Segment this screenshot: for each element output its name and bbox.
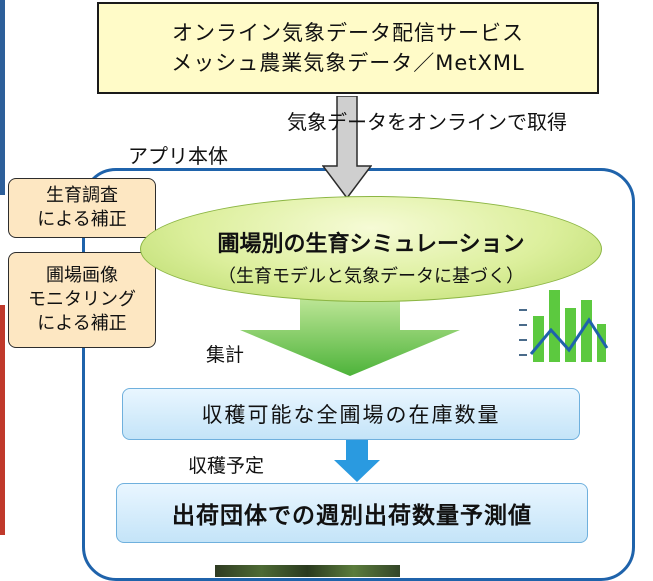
simulation-title: 圃場別の生育シミュレーション [217, 232, 525, 257]
growth-survey-line-1: 生育調査 [46, 185, 118, 206]
left-edge-red-strip [0, 305, 5, 535]
service-line-2: メッシュ農業気象データ／MetXML [171, 51, 525, 75]
harvestable-inventory-box: 収穫可能な全圃場の在庫数量 [122, 388, 580, 440]
image-monitoring-line-3: による補正 [37, 313, 127, 334]
growth-survey-line-2: による補正 [37, 209, 127, 230]
image-monitoring-correction-box: 圃場画像 モニタリング による補正 [8, 252, 156, 348]
green-down-arrow [240, 290, 460, 376]
growth-simulation-ellipse [140, 196, 602, 302]
inventory-text: 収穫可能な全圃場の在庫数量 [201, 403, 501, 427]
service-line-1: オンライン気象データ配信サービス [172, 21, 524, 45]
acquire-online-label: 気象データをオンラインで取得 [287, 110, 567, 134]
simulation-subtitle: （生育モデルと気象データに基づく） [218, 266, 524, 287]
growth-survey-correction-box: 生育調査 による補正 [8, 178, 156, 238]
gray-down-arrow [322, 96, 372, 200]
growth-chart-icon [519, 290, 609, 362]
field-photo-strip [215, 565, 400, 577]
blue-down-arrow [334, 440, 380, 482]
image-monitoring-line-2: モニタリング [28, 289, 136, 310]
harvest-plan-label: 収穫予定 [188, 455, 265, 477]
weather-data-service-box: オンライン気象データ配信サービス メッシュ農業気象データ／MetXML [97, 2, 599, 94]
tally-label: 集計 [206, 344, 245, 366]
left-edge-blue-strip [0, 0, 5, 195]
image-monitoring-line-1: 圃場画像 [46, 265, 118, 286]
weekly-shipment-forecast-box: 出荷団体での週別出荷数量予測値 [116, 483, 588, 543]
app-body-label: アプリ本体 [128, 144, 228, 168]
forecast-text: 出荷団体での週別出荷数量予測値 [172, 503, 532, 529]
